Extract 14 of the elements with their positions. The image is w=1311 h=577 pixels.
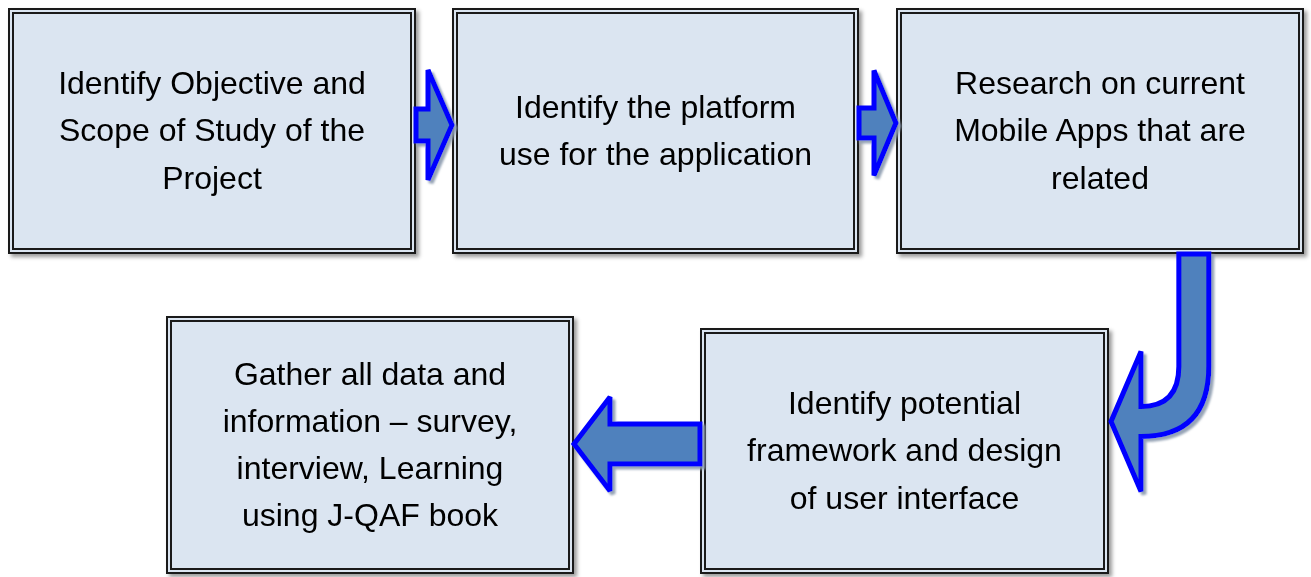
process-box bbox=[8, 8, 416, 254]
block-arrow bbox=[413, 67, 455, 183]
step-text: Research on current Mobile Apps that are related bbox=[953, 64, 1247, 198]
block-arrow bbox=[1108, 251, 1212, 494]
step-text: Identify the platform use for the application bbox=[497, 87, 814, 174]
step-text: Identify Objective and Scope of Study of the Project bbox=[57, 64, 367, 198]
process-box bbox=[452, 8, 859, 254]
step-text: Gather all data and information – survey, interview, Learning using J-QAF book bbox=[221, 354, 519, 536]
step-text: Identify potential framework and design of user interface bbox=[746, 384, 1063, 518]
process-box bbox=[700, 328, 1109, 574]
process-box bbox=[166, 316, 574, 574]
block-arrow bbox=[570, 394, 703, 494]
process-box bbox=[896, 8, 1304, 254]
block-arrow bbox=[856, 68, 899, 178]
